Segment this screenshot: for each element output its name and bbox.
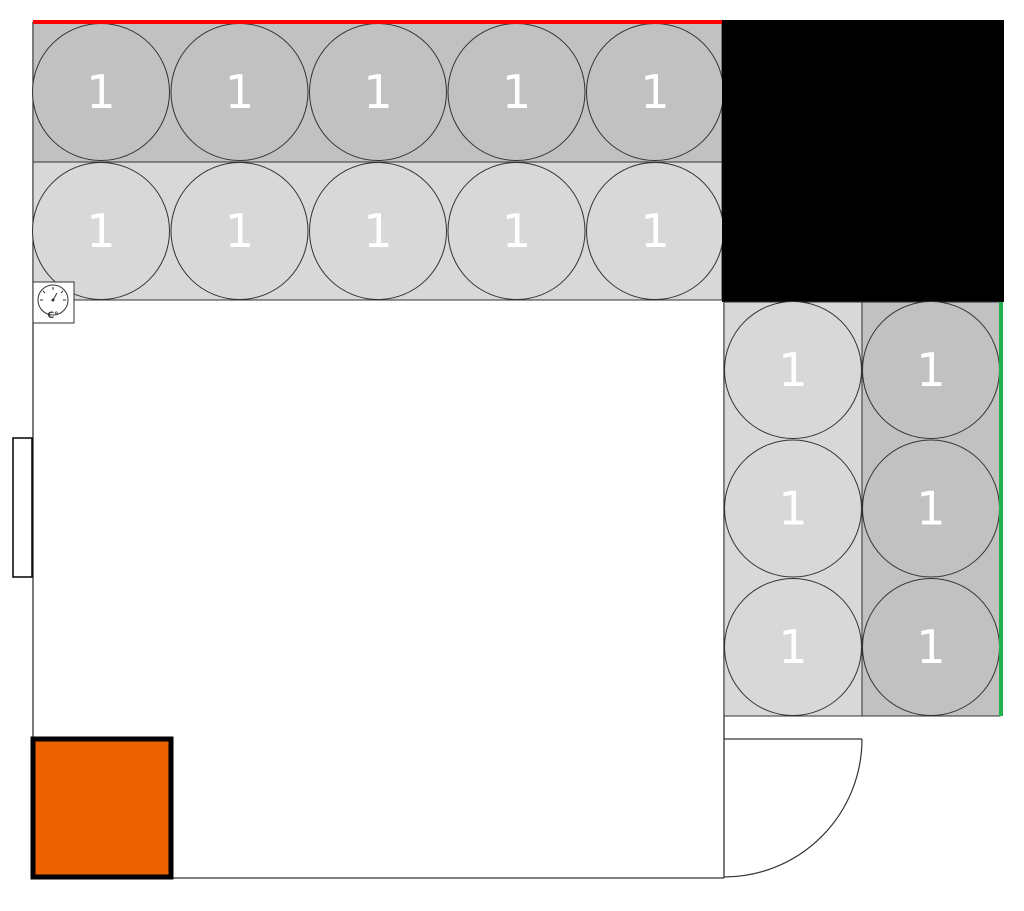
- rack-slot-label: 1: [502, 65, 531, 119]
- rack-slot-label: 1: [640, 65, 669, 119]
- rack-slot-top-row-2-4[interactable]: [447, 162, 586, 300]
- rack-slot-label: 1: [363, 204, 392, 258]
- rack-slot-label: 1: [778, 343, 807, 397]
- slot-group-top-row-1: 1 1 1 1 1: [32, 23, 724, 161]
- right-rack-col-2: 1 1 1: [861, 301, 1001, 717]
- rack-slot-label: 1: [502, 204, 531, 258]
- rack-slot-label: 1: [225, 204, 254, 258]
- top-rack-row-1: 1 1 1 1 1: [32, 21, 724, 163]
- top-rack-row-2: 1 1 1 1 1: [32, 161, 724, 301]
- rack-slot-label: 1: [640, 204, 669, 258]
- orange-unit: [30, 736, 174, 880]
- right-rack-col-1: 1 1 1: [723, 301, 863, 717]
- gauge-unit-label: C°: [47, 311, 58, 321]
- door[interactable]: [723, 738, 863, 878]
- door-swing-arc: [723, 738, 863, 878]
- slot-group-right-col-2: 1 1 1: [862, 301, 1000, 716]
- rack-slot-label: 1: [225, 65, 254, 119]
- rack-slot-label: 1: [86, 65, 115, 119]
- rack-slot-label: 1: [778, 620, 807, 674]
- rack-slot-label: 1: [916, 343, 945, 397]
- rack-slot-label: 1: [778, 482, 807, 536]
- rack-slot-label: 1: [916, 620, 945, 674]
- rack-slot-top-row-2-1[interactable]: [32, 162, 170, 300]
- black-corner-block: [722, 20, 1004, 302]
- rack-slot-label: 1: [363, 65, 392, 119]
- rack-slot-top-row-2-2[interactable]: [170, 162, 309, 300]
- rack-slot-top-row-2-3[interactable]: [309, 162, 447, 300]
- rack-slot-label: 1: [916, 482, 945, 536]
- window: [12, 437, 33, 578]
- thermometer-gauge-icon[interactable]: C°: [32, 281, 75, 324]
- rack-slot-label: 1: [86, 204, 115, 258]
- slot-group-right-col-1: 1 1 1: [724, 301, 862, 716]
- slot-group-top-row-2: 1 1 1 1 1: [32, 162, 724, 300]
